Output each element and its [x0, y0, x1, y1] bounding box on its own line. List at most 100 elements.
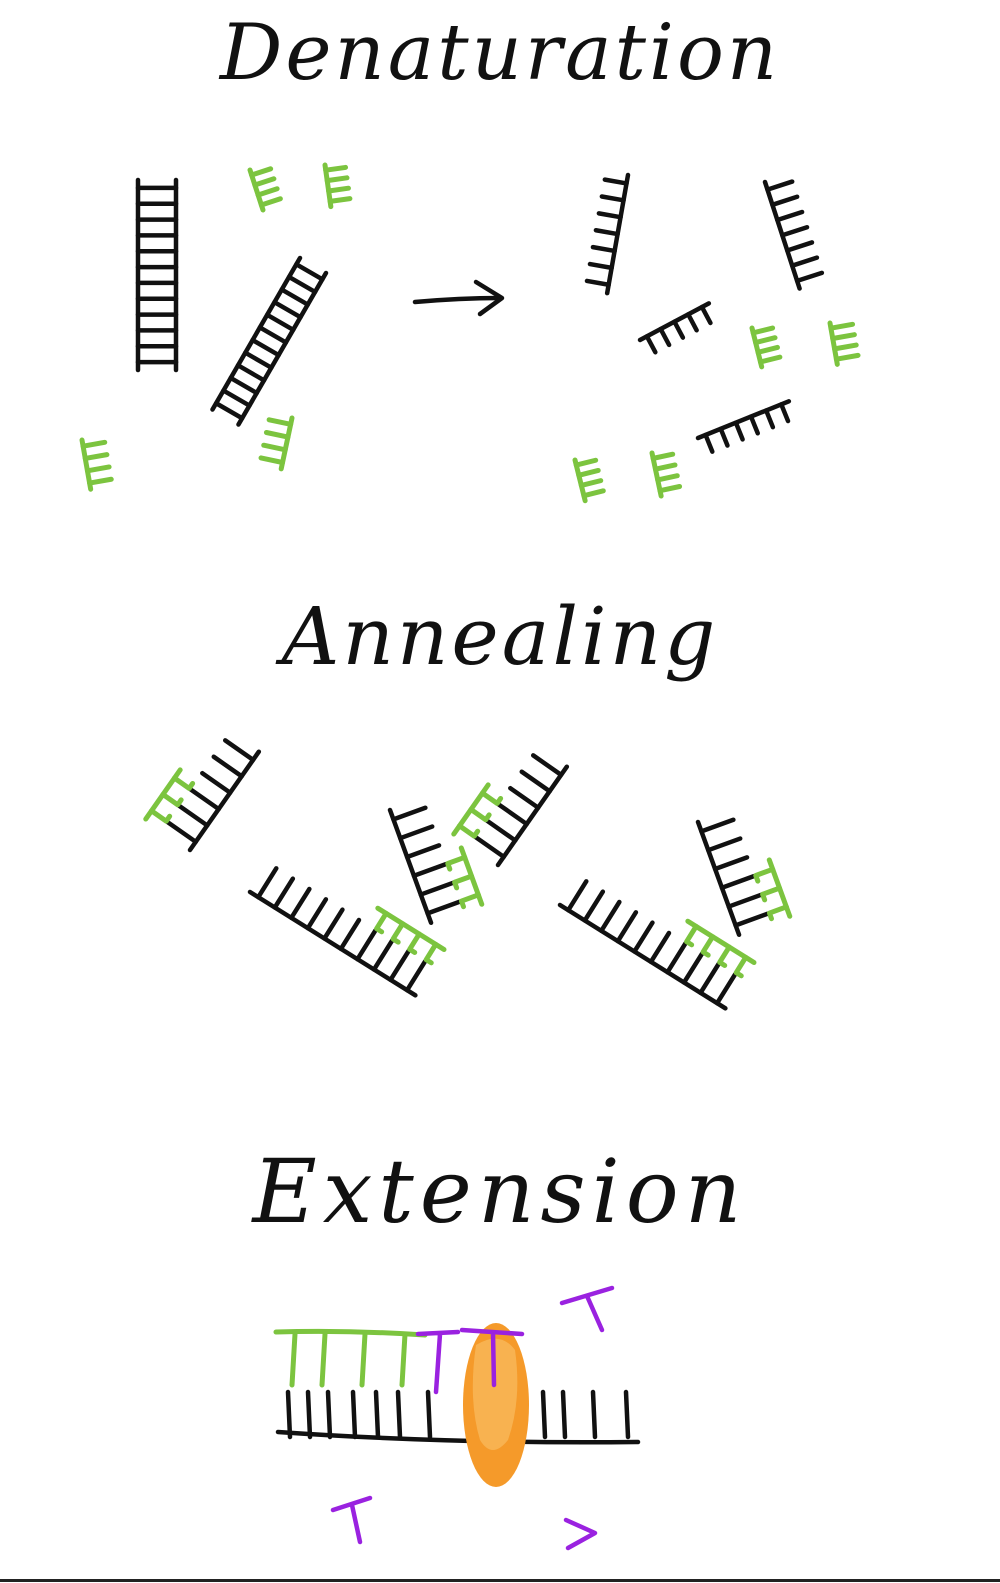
- single-strand-dna-base: [780, 224, 810, 238]
- single-strand-dna-base: [590, 244, 617, 254]
- annealed-strand-template-base: [222, 738, 256, 763]
- annealed-strand-template-base: [733, 911, 770, 928]
- annealed-strand-template-base: [322, 907, 345, 941]
- annealed-strand-template-base: [519, 769, 552, 794]
- single-strand-dna: [762, 179, 825, 291]
- annealed-strand-template-base: [699, 817, 736, 834]
- template-base: [560, 1389, 568, 1440]
- annealed-strand-template-base: [404, 843, 442, 860]
- single-strand-dna-base: [658, 326, 672, 348]
- template-backbone: [275, 1429, 641, 1445]
- annealed-strand-template-base: [165, 820, 198, 845]
- template-base: [540, 1389, 548, 1440]
- primer: [649, 450, 683, 499]
- annealed-strand-primer-base: [766, 904, 789, 922]
- primer-base: [80, 439, 108, 449]
- arrow-shaft: [412, 295, 503, 305]
- double-strand-dna-tilted-base-pair: [228, 375, 259, 396]
- primer-base: [652, 462, 678, 472]
- annealed-strand-template-base: [632, 920, 655, 954]
- annealed-strand-template-backbone: [247, 889, 418, 998]
- annealed-strand-primer-base: [733, 954, 749, 979]
- primer-base: [581, 488, 606, 499]
- annealed-strand-template-base: [615, 910, 639, 944]
- template-strand: [275, 1389, 641, 1445]
- primer-base: [84, 464, 112, 474]
- denaturation-section: [79, 162, 861, 504]
- primer-base: [399, 1331, 408, 1388]
- annealed-strand-template-base: [698, 961, 721, 996]
- free-nucleotide: [559, 1285, 615, 1333]
- single-strand-dna-base: [602, 177, 629, 186]
- annealed-strand-template-base: [714, 972, 738, 1006]
- annealed-strand-template-base: [566, 879, 589, 913]
- annealed-strand-primer-base: [149, 808, 173, 824]
- annealed-strand-template-base: [398, 824, 435, 841]
- primer: [827, 320, 861, 367]
- annealed-strand-template-base: [391, 805, 428, 822]
- single-strand-dna-base: [794, 270, 825, 284]
- annealed-strand-primer-base: [717, 944, 732, 968]
- primer-base: [573, 457, 599, 468]
- nucleotide: [415, 1329, 461, 1395]
- single-strand-dna-base: [765, 179, 795, 192]
- annealed-strand: [695, 817, 793, 938]
- primer-base: [266, 417, 294, 427]
- annealed-strand: [451, 753, 570, 868]
- primer-base: [576, 467, 601, 478]
- annealed-strand-template-base: [665, 941, 688, 975]
- primer-base: [657, 484, 683, 494]
- single-strand-dna-base: [703, 432, 715, 454]
- template-base: [285, 1389, 293, 1440]
- annealed-strand-primer-base: [457, 823, 481, 839]
- nucleotide: [459, 1327, 525, 1388]
- denaturation-title: Denaturation: [219, 8, 781, 98]
- double-strand-dna-tilted-backbone-left: [210, 255, 303, 412]
- primer-base: [252, 176, 277, 188]
- primer-base: [82, 452, 110, 461]
- annealed-strand-template-base: [508, 785, 541, 810]
- double-strand-dna-tilted-base-pair: [221, 388, 252, 408]
- polymerase-highlight: [472, 1338, 518, 1450]
- annealed-strand-template-base: [411, 861, 449, 879]
- double-strand-dna-tilted-base-pair: [235, 363, 267, 383]
- single-strand-dna: [695, 399, 792, 454]
- single-strand-dna-base: [789, 255, 820, 268]
- primer-base: [249, 166, 274, 178]
- annealed-strand-template-base: [726, 892, 763, 909]
- annealed-strand-template-base: [648, 930, 672, 965]
- annealed-strand-template-base: [289, 886, 312, 921]
- primer-base: [87, 476, 114, 486]
- primer-base: [319, 1331, 328, 1388]
- annealed-strand-template-base: [706, 836, 743, 853]
- annealed-strand-primer-backbone: [685, 918, 757, 966]
- annealed-strand-template-base: [188, 787, 221, 812]
- annealed-strand-template-base: [485, 818, 518, 843]
- primer-base: [650, 451, 676, 461]
- annealed-strand: [247, 866, 447, 998]
- annealed-strand: [387, 805, 485, 926]
- annealed-strand-primer-base: [160, 791, 184, 808]
- annealed-strand-template-backbone: [495, 764, 570, 868]
- double-strand-dna-tilted: [210, 255, 329, 427]
- annealed-strand-template-base: [272, 876, 296, 910]
- annealed-strand-primer-base: [760, 885, 783, 903]
- annealed-strand-template-base: [418, 880, 455, 897]
- primer: [749, 325, 783, 370]
- annealed-strand-primer-base: [452, 873, 475, 891]
- annealed-strand-primer-base: [445, 854, 468, 872]
- template-base: [350, 1389, 358, 1440]
- annealed-strand: [143, 738, 262, 853]
- template-base: [305, 1389, 313, 1440]
- single-strand-dna-base: [599, 194, 626, 203]
- annealed-strand-template-base: [582, 889, 606, 923]
- primer-base: [830, 332, 857, 342]
- dna-polymerase: [463, 1323, 529, 1487]
- primer-base: [750, 325, 776, 336]
- template-base: [373, 1389, 381, 1440]
- annealed-strand-template-base: [530, 753, 564, 778]
- single-strand-dna-base: [644, 334, 658, 355]
- annealing-section: [143, 738, 793, 1011]
- annealing-title: Annealing: [281, 590, 719, 683]
- primer-base: [359, 1331, 368, 1388]
